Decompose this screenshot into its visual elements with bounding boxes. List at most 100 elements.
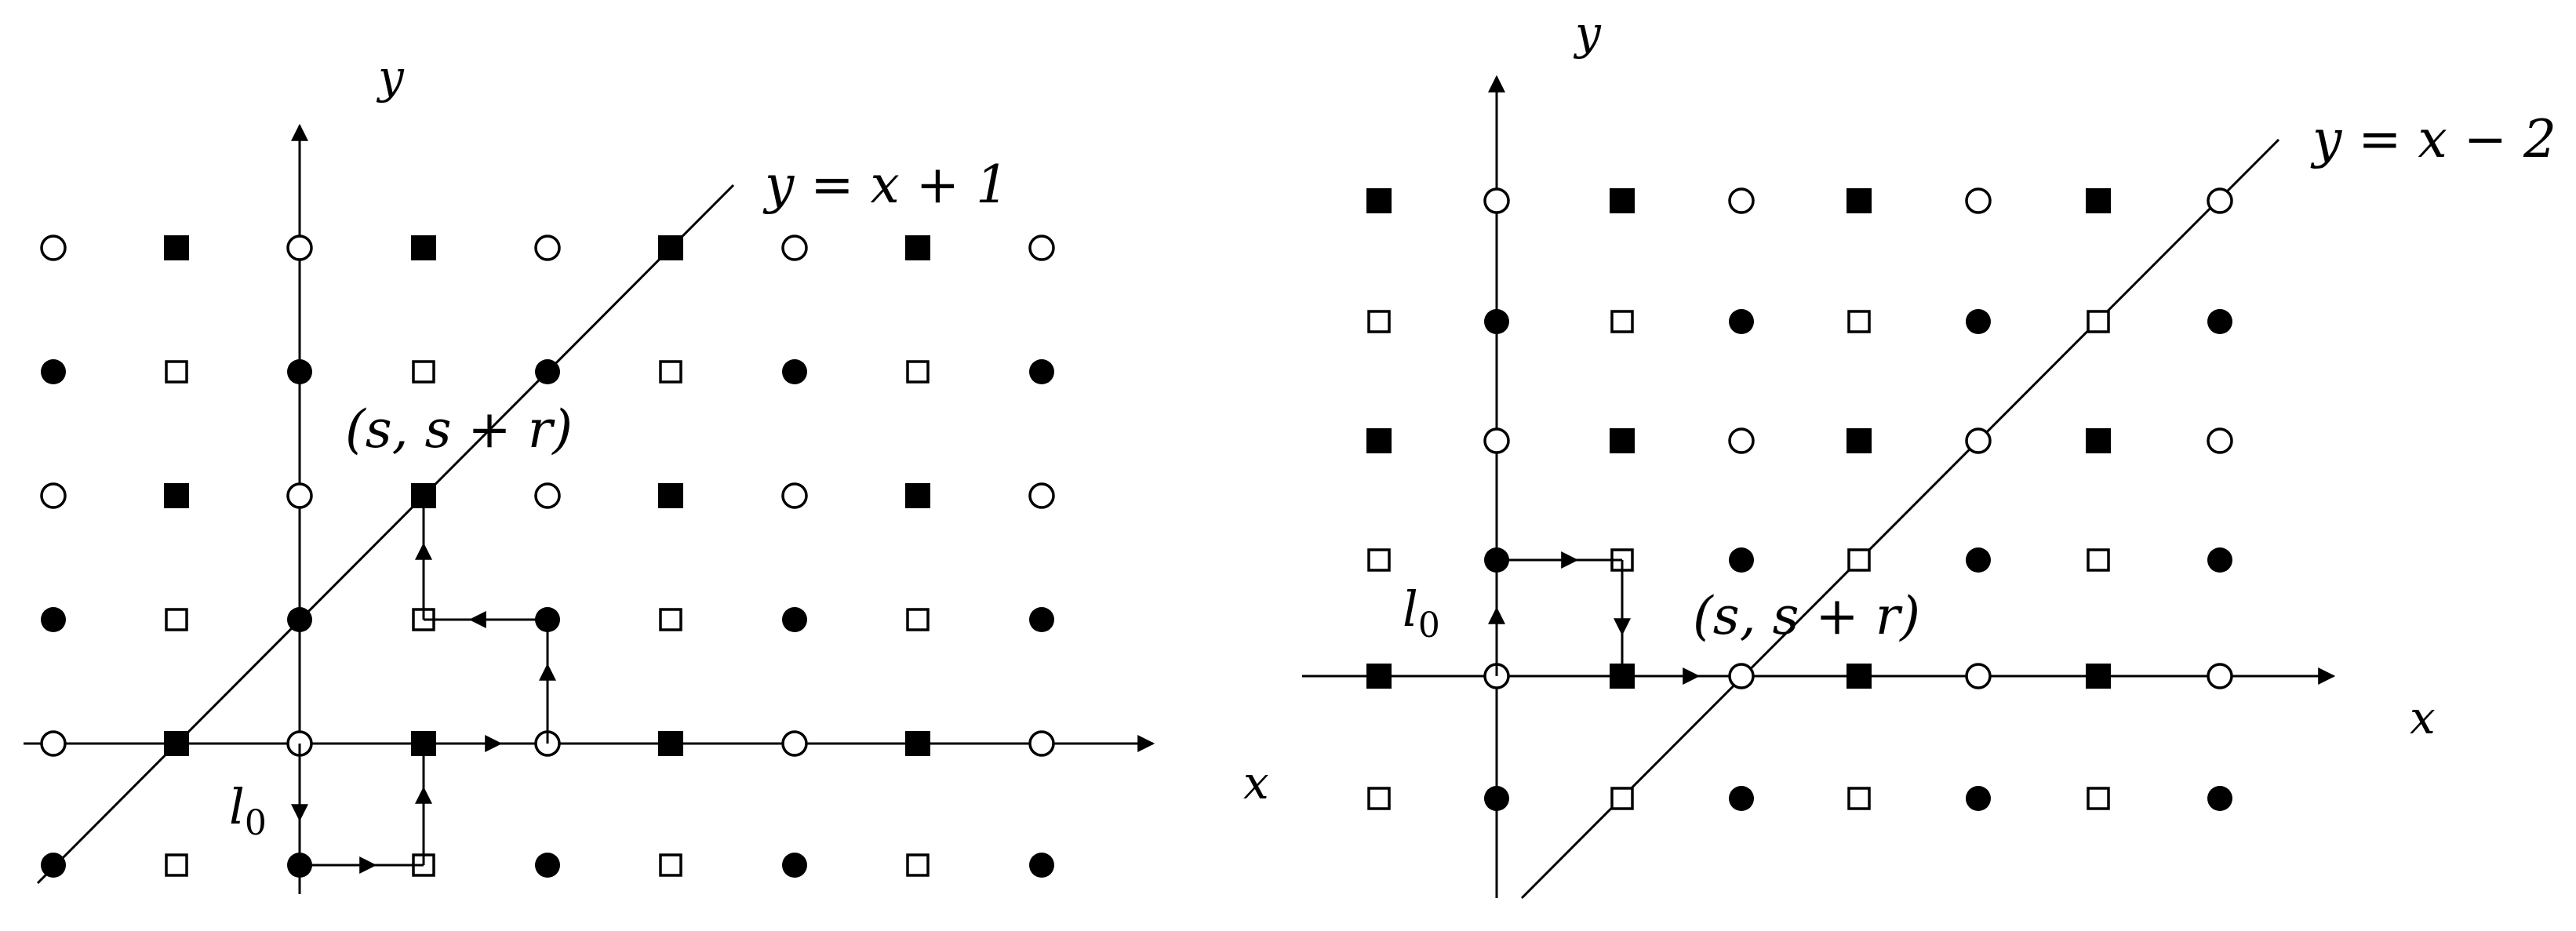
left-diagonal-line [36, 184, 735, 885]
left-line-label: y = x + 1 [762, 155, 1009, 215]
open-circle-mark [1028, 730, 1055, 757]
open-circle-mark [1728, 427, 1755, 454]
open-circle-mark [2207, 187, 2233, 214]
open-circle-mark [1965, 187, 1992, 214]
right-x-label: x [2410, 691, 2436, 744]
filled-circle-mark [1029, 853, 1054, 878]
filled-circle-mark [535, 853, 560, 878]
filled-circle-mark [1029, 607, 1054, 632]
left-l0-label: l0 [229, 778, 267, 843]
open-square-mark [1610, 787, 1634, 810]
open-circle-mark [781, 235, 808, 261]
filled-square-mark [905, 483, 930, 508]
filled-square-mark [1846, 664, 1872, 689]
open-circle-mark [286, 482, 313, 509]
filled-circle-mark [1729, 786, 1754, 811]
filled-square-mark [1366, 188, 1392, 213]
open-square-mark [2087, 310, 2110, 333]
filled-circle-mark [1484, 309, 1509, 334]
open-circle-mark [781, 482, 808, 509]
right-y-label: y [1573, 6, 1602, 60]
open-square-mark [1367, 310, 1391, 333]
filled-circle-mark [1029, 359, 1054, 384]
open-square-mark [1847, 787, 1871, 810]
open-circle-mark [40, 482, 67, 509]
open-square-mark [906, 853, 930, 877]
left-path [291, 496, 556, 874]
open-square-mark [659, 608, 682, 631]
open-square-mark [906, 360, 930, 384]
right-panel: y y = x − 2 (s, s + r) x l0 [1302, 6, 2556, 900]
filled-circle-mark [41, 607, 66, 632]
right-path [1488, 551, 1701, 685]
filled-square-mark [164, 235, 189, 260]
filled-square-mark [1846, 188, 1872, 213]
filled-square-mark [658, 235, 683, 260]
filled-circle-mark [41, 359, 66, 384]
left-l0-main: l [229, 778, 245, 835]
filled-circle-mark [2207, 309, 2232, 334]
filled-square-mark [2086, 428, 2111, 453]
open-circle-mark [1728, 663, 1755, 689]
open-circle-mark [1028, 482, 1055, 509]
filled-square-mark [905, 731, 930, 756]
open-square-mark [659, 853, 682, 877]
open-square-mark [1847, 548, 1871, 572]
open-circle-mark [1965, 427, 1992, 454]
filled-circle-mark [1484, 786, 1509, 811]
filled-circle-mark [1966, 309, 1991, 334]
open-circle-mark [534, 482, 561, 509]
middle-x-label: x [1243, 756, 1269, 809]
right-point-label: (s, s + r) [1693, 586, 1920, 646]
filled-circle-mark [1966, 786, 1991, 811]
filled-circle-mark [41, 853, 66, 878]
open-circle-mark [1728, 187, 1755, 214]
open-circle-mark [781, 730, 808, 757]
open-square-mark [906, 608, 930, 631]
right-l0-sub: 0 [1418, 606, 1440, 646]
filled-square-mark [2086, 664, 2111, 689]
open-square-mark [1847, 310, 1871, 333]
open-circle-mark [1965, 663, 1992, 689]
open-square-mark [165, 853, 188, 877]
filled-circle-mark [2207, 547, 2232, 573]
left-l0-sub: 0 [245, 803, 267, 843]
open-circle-mark [1483, 427, 1510, 454]
filled-circle-mark [782, 359, 807, 384]
open-square-mark [165, 608, 188, 631]
filled-circle-mark [287, 607, 312, 632]
open-square-mark [659, 360, 682, 384]
open-square-mark [1610, 310, 1634, 333]
open-circle-mark [534, 235, 561, 261]
right-diagonal-line [1520, 138, 2280, 900]
filled-circle-mark [1729, 547, 1754, 573]
open-square-mark [2087, 548, 2110, 572]
filled-square-mark [658, 483, 683, 508]
open-square-mark [1367, 548, 1391, 572]
left-lattice-marks [40, 235, 1055, 878]
open-circle-mark [286, 235, 313, 261]
open-circle-mark [2207, 663, 2233, 689]
filled-circle-mark [1729, 309, 1754, 334]
filled-square-mark [658, 731, 683, 756]
filled-circle-mark [1966, 547, 1991, 573]
filled-square-mark [1846, 428, 1872, 453]
open-square-mark [2087, 787, 2110, 810]
filled-square-mark [164, 483, 189, 508]
open-circle-mark [1483, 187, 1510, 214]
filled-square-mark [164, 731, 189, 756]
filled-circle-mark [782, 853, 807, 878]
open-circle-mark [2207, 427, 2233, 454]
right-line-label: y = x − 2 [2310, 109, 2556, 169]
open-circle-mark [40, 235, 67, 261]
right-l0-main: l [1403, 580, 1418, 638]
filled-square-mark [905, 235, 930, 260]
filled-square-mark [1610, 428, 1635, 453]
open-circle-mark [1028, 235, 1055, 261]
filled-square-mark [2086, 188, 2111, 213]
filled-circle-mark [2207, 786, 2232, 811]
filled-circle-mark [287, 359, 312, 384]
filled-square-mark [1366, 428, 1392, 453]
open-square-mark [165, 360, 188, 384]
